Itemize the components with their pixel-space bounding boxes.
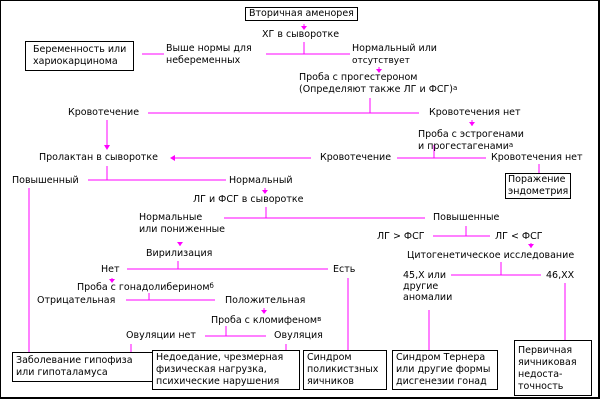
footnote-v: в bbox=[317, 315, 322, 323]
outcome-pcos: Синдром поликистзных яичников bbox=[303, 350, 387, 390]
node-progesterone-line2: (Определяют также ЛГ и ФСГ)а bbox=[299, 84, 457, 96]
node-normal-absent: Нормальный или отсутствует bbox=[352, 43, 437, 67]
outcome-malnutrition-line3: психические нарушения bbox=[156, 376, 280, 387]
arrow-down-icon bbox=[262, 190, 268, 194]
outcome-ovarian-line2: яичниковая bbox=[518, 357, 577, 368]
node-karyotype-45x-line1: 45,Х или bbox=[403, 270, 447, 281]
outcome-pcos-line1: Синдром bbox=[307, 352, 352, 363]
node-clomiphene: Проба с кломифеномв bbox=[211, 315, 321, 327]
node-normal-low: Нормальные или пониженные bbox=[139, 212, 225, 236]
node-normal-low-line2: или пониженные bbox=[139, 224, 226, 235]
outcome-turner: Синдром Тернера или другие формы дисгене… bbox=[392, 350, 498, 390]
node-positive: Положительная bbox=[225, 295, 306, 306]
outcome-pituitary: Заболевание гипофиза или гипоталамуса bbox=[12, 352, 154, 382]
node-progesterone-line2-text: (Определяют также ЛГ и ФСГ) bbox=[299, 84, 453, 95]
footnote-a: а bbox=[453, 84, 458, 92]
node-virilization: Вирилизация bbox=[146, 248, 213, 259]
node-gnrh: Проба с гонадолибериномб bbox=[77, 282, 214, 294]
node-root: Вторичная аменорея bbox=[245, 7, 358, 21]
outcome-endometrium: Поражение эндометрия bbox=[505, 173, 572, 199]
node-root-label: Вторичная аменорея bbox=[249, 8, 354, 19]
node-negative: Отрицательная bbox=[37, 295, 116, 306]
node-above-normal: Выше нормы для небеременных bbox=[166, 43, 252, 67]
node-no-bleeding-2: Кровотечения нет bbox=[491, 152, 583, 163]
arrow-down-icon bbox=[469, 122, 475, 126]
node-elevated: Повышенный bbox=[12, 175, 79, 186]
node-karyotype-45x-line2: другие bbox=[403, 281, 439, 292]
arrow-down-icon bbox=[376, 69, 382, 73]
node-estrogen: Проба с эстрогенами и прогестагенамиа bbox=[418, 129, 524, 153]
outcome-ovarian-failure: Первичная яичниковая недоста- точность bbox=[514, 340, 592, 396]
footnote-a: а bbox=[508, 141, 514, 149]
node-normal: Нормальный bbox=[229, 175, 293, 186]
node-gnrh-text: Проба с гонадолиберином bbox=[77, 282, 210, 293]
node-estrogen-line2-text: и прогестагенами bbox=[418, 141, 509, 152]
outcome-turner-line3: дисгенезии гонад bbox=[396, 376, 487, 387]
node-no-bleeding-1: Кровотечения нет bbox=[429, 107, 521, 118]
node-normal-absent-line2: отсутствует bbox=[352, 56, 410, 66]
node-raised: Повышенные bbox=[433, 212, 500, 223]
outcome-pituitary-line2: или гипоталамуса bbox=[16, 367, 108, 378]
arrow-left-icon bbox=[170, 155, 175, 161]
node-ovulation: Овуляция bbox=[274, 330, 323, 341]
node-karyotype-45x: 45,Х или другие аномалии bbox=[403, 270, 452, 303]
node-lh-gt-fsh: ЛГ > ФСГ bbox=[377, 231, 425, 242]
outcome-malnutrition-line2: физическая нагрузка, bbox=[156, 364, 267, 375]
node-lh-fsh: ЛГ и ФСГ в сыворотке bbox=[193, 194, 304, 205]
connectors bbox=[28, 24, 566, 352]
outcome-pituitary-line1: Заболевание гипофиза bbox=[16, 355, 133, 366]
node-karyotype-46xx: 46,ХХ bbox=[546, 270, 575, 281]
node-cytogenetic: Цитогенетическое исследование bbox=[407, 250, 575, 261]
arrow-down-icon bbox=[528, 244, 534, 248]
arrow-down-icon bbox=[261, 310, 267, 314]
node-estrogen-line2: и прогестагенамиа bbox=[418, 141, 524, 153]
outcome-pcos-line2: поликистзных bbox=[307, 364, 379, 375]
node-estrogen-line1: Проба с эстрогенами bbox=[418, 129, 524, 140]
outcome-ovarian-line4: точность bbox=[518, 381, 564, 392]
node-lh-lt-fsh: ЛГ < ФСГ bbox=[495, 231, 543, 242]
outcome-ovarian-line3: недоста- bbox=[518, 369, 563, 380]
node-progesterone-line1: Проба с прогестероном bbox=[299, 72, 418, 83]
outcome-turner-line1: Синдром Тернера bbox=[396, 352, 486, 363]
arrow-down-icon bbox=[177, 242, 183, 246]
arrow-down-icon bbox=[301, 26, 307, 30]
outcome-endometrium-line1: Поражение bbox=[508, 174, 566, 185]
outcome-pcos-line3: яичников bbox=[307, 376, 355, 387]
arrow-down-icon bbox=[109, 279, 115, 283]
node-no-ovulation: Овуляции нет bbox=[126, 330, 196, 341]
outcome-pregnancy-line2: хариокарцинома bbox=[33, 56, 118, 67]
node-hcg: ХГ в сыворотке bbox=[262, 29, 340, 40]
outcome-endometrium-line2: эндометрия bbox=[508, 186, 569, 197]
node-bleeding-1: Кровотечение bbox=[68, 107, 140, 118]
outcome-malnutrition-line1: Недоедание, чрезмерная bbox=[156, 352, 284, 363]
node-yes: Есть bbox=[333, 264, 356, 275]
node-prolactin: Пролактан в сыворотке bbox=[39, 152, 158, 163]
node-normal-absent-line1: Нормальный или bbox=[352, 43, 437, 54]
outcome-ovarian-line1: Первичная bbox=[518, 345, 573, 356]
outcome-malnutrition: Недоедание, чрезмерная физическая нагруз… bbox=[152, 350, 300, 390]
node-progesterone: Проба с прогестероном (Определяют также … bbox=[299, 72, 457, 96]
node-no: Нет bbox=[101, 264, 120, 275]
node-above-normal-line1: Выше нормы для bbox=[166, 43, 252, 54]
footnote-b: б bbox=[209, 282, 214, 290]
outcome-pregnancy: Беременность или хариокарцинома bbox=[25, 41, 135, 71]
outcome-turner-line2: или другие формы bbox=[396, 364, 491, 375]
arrow-down-icon bbox=[104, 145, 110, 150]
node-normal-low-line1: Нормальные bbox=[139, 212, 203, 223]
arrowheads bbox=[104, 26, 534, 314]
outcome-pregnancy-line1: Беременность или bbox=[33, 44, 127, 55]
node-above-normal-line2: небеременных bbox=[166, 55, 241, 66]
node-bleeding-2: Кровотечение bbox=[320, 152, 392, 163]
node-karyotype-45x-line3: аномалии bbox=[403, 292, 453, 303]
node-clomiphene-text: Проба с кломифеном bbox=[211, 315, 318, 326]
